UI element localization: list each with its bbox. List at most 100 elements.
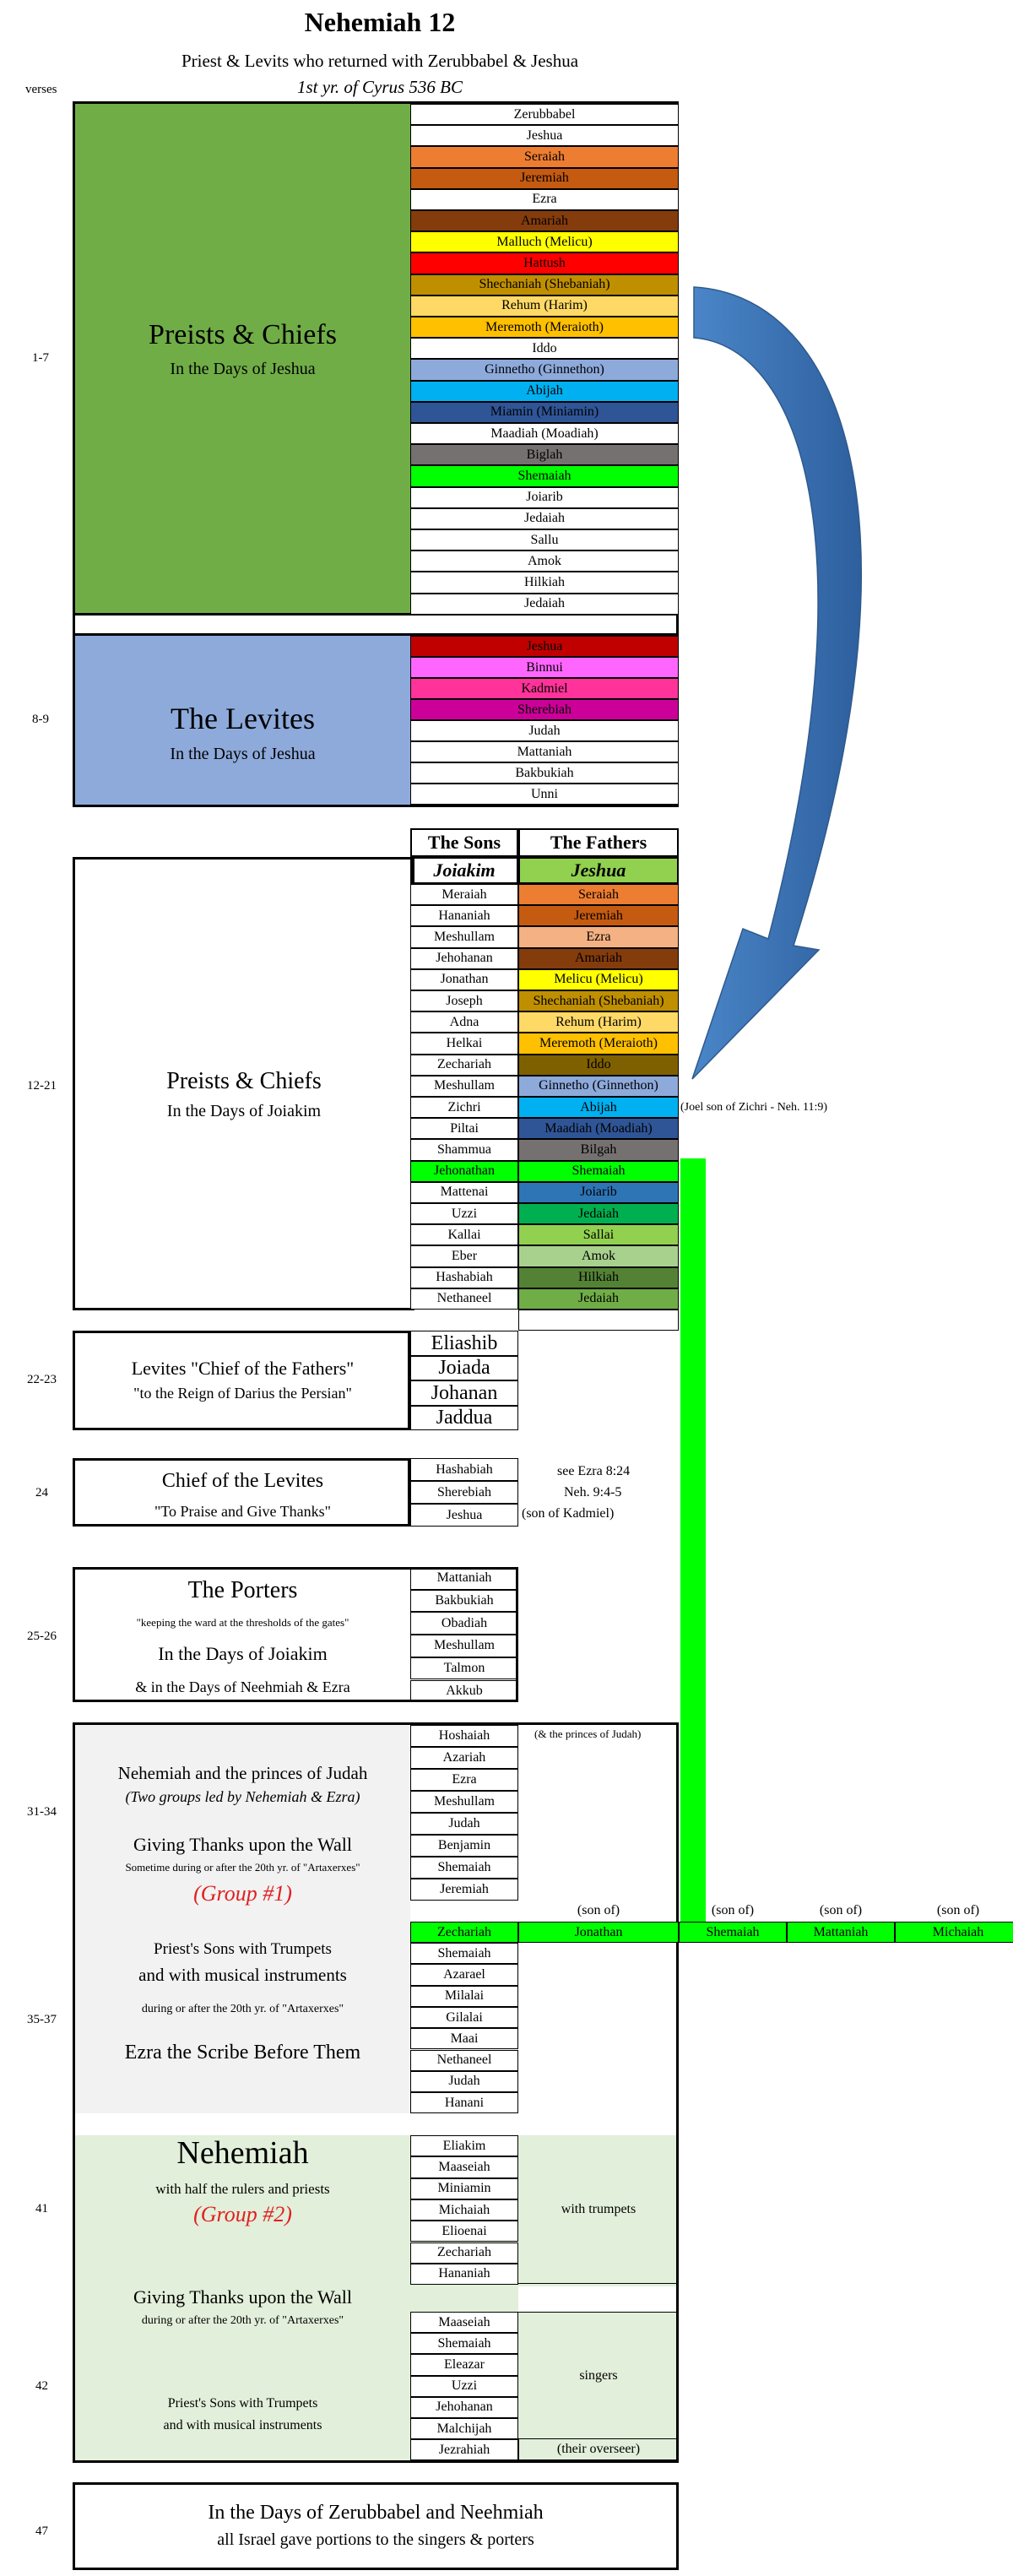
porters-line1: "keeping the ward at the thresholds of t… bbox=[136, 1616, 349, 1629]
empty-father-cell bbox=[518, 1310, 679, 1331]
verse-label: 1-7 bbox=[32, 351, 49, 365]
father-name-cell: Maadiah (Moadiah) bbox=[518, 1118, 679, 1140]
group2-divider bbox=[73, 2113, 679, 2135]
porters-title: The Porters bbox=[187, 1577, 298, 1603]
chief-levite-cell: Jeshua bbox=[410, 1504, 518, 1527]
group2-title: Nehemiah bbox=[176, 2135, 309, 2171]
group1-name-cell: Maai bbox=[410, 2028, 518, 2050]
zechariah-cell: Zechariah bbox=[410, 1922, 518, 1943]
chain-name-cell: Jonathan bbox=[518, 1922, 679, 1943]
son-name-cell: Kallai bbox=[410, 1224, 518, 1246]
son-name-cell: Jonathan bbox=[410, 968, 518, 990]
verse-label: 24 bbox=[35, 1486, 48, 1500]
princes-note: (& the princes of Judah) bbox=[534, 1727, 642, 1740]
levite-name-cell: Binnui bbox=[410, 657, 679, 678]
porters-line3: & in the Days of Neehmiah & Ezra bbox=[135, 1678, 350, 1695]
zichri-note: (Joel son of Zichri - Neh. 11:9) bbox=[680, 1101, 828, 1114]
group2-white-gap bbox=[518, 2286, 679, 2312]
group2-right-border bbox=[676, 1922, 679, 2463]
son-name-cell: Hananiah bbox=[410, 905, 518, 927]
group1-name-cell: Gilalai bbox=[410, 2006, 518, 2029]
son-of-label: (son of) bbox=[577, 1903, 620, 1917]
group2-t2: with half the rulers and priests bbox=[155, 2181, 330, 2197]
chief-levite-cell: Hashabiah bbox=[410, 1458, 518, 1481]
verse-label: 22-23 bbox=[27, 1373, 57, 1386]
father-name-cell: Sallai bbox=[518, 1224, 679, 1246]
verses-label: verses bbox=[25, 83, 57, 96]
priest-name-cell: Zerubbabel bbox=[410, 104, 679, 126]
father-name-cell: Jedaiah bbox=[518, 1288, 679, 1310]
father-name-cell: Ginnetho (Ginnethon) bbox=[518, 1075, 679, 1097]
priest-name-cell: Amok bbox=[410, 550, 679, 572]
son-name-cell: Mattenai bbox=[410, 1181, 518, 1203]
priest-name-cell: Jedaiah bbox=[410, 507, 679, 529]
verse-label: 35-37 bbox=[27, 2013, 57, 2026]
group2-name-cell: Uzzi bbox=[410, 2375, 518, 2397]
chiefs-fathers-subtitle: "to the Reign of Darius the Persian" bbox=[133, 1385, 352, 1402]
group2-name-cell: Jezrahiah bbox=[410, 2439, 518, 2461]
chief-levites-subtitle: "To Praise and Give Thanks" bbox=[154, 1503, 332, 1520]
priest-name-cell: Rehum (Harim) bbox=[410, 295, 679, 317]
father-name-cell: Bilgah bbox=[518, 1139, 679, 1161]
levite-name-cell: Jeshua bbox=[410, 636, 679, 657]
son-name-cell: Uzzi bbox=[410, 1203, 518, 1225]
joiakim-cell: Joiakim bbox=[410, 857, 518, 884]
chain-name-cell: Shemaiah bbox=[679, 1922, 787, 1943]
group1-left-border bbox=[73, 1722, 75, 2119]
levites-block bbox=[75, 636, 410, 805]
group1-name-cell: Shemaiah bbox=[410, 1857, 518, 1879]
priest-name-cell: Hilkiah bbox=[410, 572, 679, 594]
group2-name-cell: Miniamin bbox=[410, 2177, 518, 2199]
chain-name-cell: Michaiah bbox=[895, 1922, 1013, 1943]
priest-name-cell: Abijah bbox=[410, 380, 679, 402]
ezra-scribe-text: Ezra the Scribe Before Them bbox=[124, 2042, 361, 2064]
levites-subtitle: In the Days of Jeshua bbox=[170, 745, 316, 763]
group2-name-cell: Eliakim bbox=[410, 2135, 518, 2157]
section-frame-portions bbox=[73, 2482, 679, 2570]
priest-name-cell: Hattush bbox=[410, 252, 679, 274]
priests-jeshua-title: Preists & Chiefs bbox=[149, 319, 337, 350]
priest-name-cell: Iddo bbox=[410, 338, 679, 360]
priest-name-cell: Shechaniah (Shebaniah) bbox=[410, 274, 679, 296]
levite-name-cell: Bakbukiah bbox=[410, 762, 679, 784]
chief-levite-cell: Sherebiah bbox=[410, 1481, 518, 1504]
group1-name-cell: Milalai bbox=[410, 1985, 518, 2007]
priest-name-cell: Jeremiah bbox=[410, 167, 679, 189]
son-name-cell: Zechariah bbox=[410, 1054, 518, 1076]
ezra-ref-note: see Ezra 8:24 bbox=[557, 1464, 631, 1478]
priests-joiakim-title: Preists & Chiefs bbox=[166, 1068, 322, 1094]
levites-title: The Levites bbox=[171, 702, 315, 735]
group2-t4: Giving Thanks upon the Wall bbox=[133, 2286, 352, 2308]
group1-name-cell: Ezra bbox=[410, 1769, 518, 1791]
verse-label: 41 bbox=[35, 2202, 48, 2215]
levite-name-cell: Sherebiah bbox=[410, 699, 679, 720]
son-name-cell: Helkai bbox=[410, 1033, 518, 1055]
son-name-cell: Meraiah bbox=[410, 884, 518, 906]
section-frame-chief-levites bbox=[73, 1458, 410, 1527]
jeshua-cell: Jeshua bbox=[518, 857, 679, 884]
son-name-cell: Jehohanan bbox=[410, 947, 518, 969]
son-name-cell: Piltai bbox=[410, 1118, 518, 1140]
father-name-cell: Shemaiah bbox=[518, 1160, 679, 1182]
son-name-cell: Zichri bbox=[410, 1097, 518, 1119]
son-name-cell: Hashabiah bbox=[410, 1266, 518, 1288]
priest-name-cell: Jeshua bbox=[410, 125, 679, 147]
chief-father-cell: Jaddua bbox=[410, 1405, 518, 1430]
group2-t5: during or after the 20th yr. of "Artaxer… bbox=[141, 2314, 344, 2327]
son-name-cell: Jehonathan bbox=[410, 1160, 518, 1182]
father-name-cell: Ezra bbox=[518, 926, 679, 948]
son-name-cell: Adna bbox=[410, 1011, 518, 1033]
group2-name-cell: Maaseiah bbox=[410, 2312, 518, 2334]
group1-t2: (Two groups led by Nehemiah & Ezra) bbox=[125, 1788, 360, 1805]
priest-name-cell: Meremoth (Meraioth) bbox=[410, 317, 679, 339]
verse-label: 42 bbox=[35, 2379, 48, 2393]
son-name-cell: Shammua bbox=[410, 1139, 518, 1161]
group1-t3: Giving Thanks upon the Wall bbox=[133, 1834, 352, 1855]
priest-name-cell: Seraiah bbox=[410, 146, 679, 168]
kadmiel-note: (son of Kadmiel) bbox=[522, 1506, 615, 1521]
group2-name-cell: Maaseiah bbox=[410, 2156, 518, 2178]
group1-name-cell: Hanani bbox=[410, 2092, 518, 2114]
portions-t2: all Israel gave portions to the singers … bbox=[217, 2530, 534, 2549]
group2-name-cell: Eleazar bbox=[410, 2354, 518, 2376]
priest-name-cell: Jedaiah bbox=[410, 593, 679, 615]
